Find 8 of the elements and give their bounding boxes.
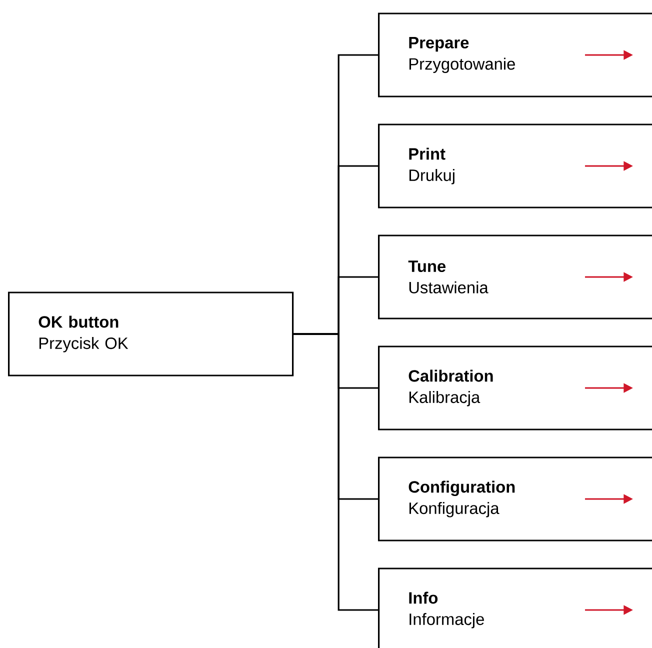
menu-box: Configuration Konfiguracja — [378, 456, 652, 542]
menu-box: Tune Ustawienia — [378, 234, 652, 320]
connector-line — [294, 333, 378, 611]
menu-box: Calibration Kalibracja — [378, 346, 652, 430]
menu-box: OK button Przycisk OK — [8, 292, 294, 376]
menu-box: Info Informacje — [378, 568, 652, 648]
menu-box: Print Drukuj — [378, 124, 652, 208]
menu-box: Prepare Przygotowanie — [378, 12, 652, 98]
